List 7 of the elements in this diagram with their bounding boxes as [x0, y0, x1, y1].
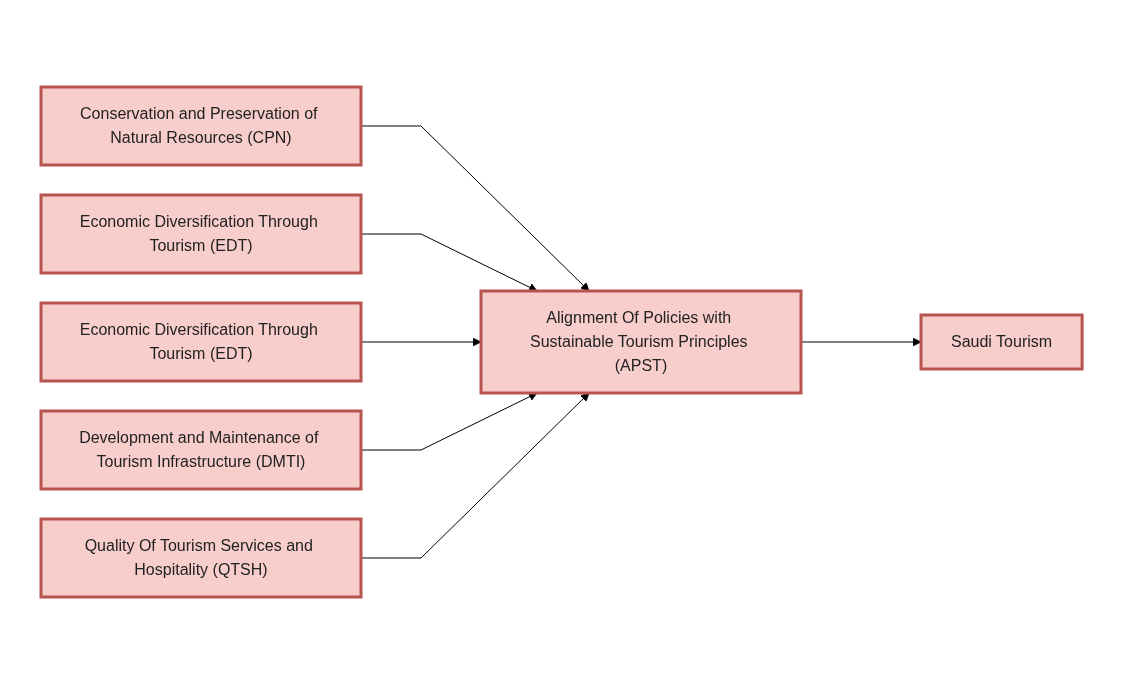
node-box: Quality Of Tourism Services and Hospitality (QTSH): [39, 517, 363, 599]
node-box: Alignment Of Policies with Sustainable Tourism Principles (APST): [479, 289, 803, 395]
node-box: Economic Diversification Through Tourism (EDT): [39, 301, 363, 383]
node-box: Conservation and Preservation of Natural Resources (CPN): [39, 85, 363, 167]
node-box: Development and Maintenance of Tourism Infrastructure (DMTI): [39, 409, 363, 491]
node-box: Saudi Tourism: [919, 313, 1085, 371]
node-box: Economic Diversification Through Tourism (EDT): [39, 193, 363, 275]
